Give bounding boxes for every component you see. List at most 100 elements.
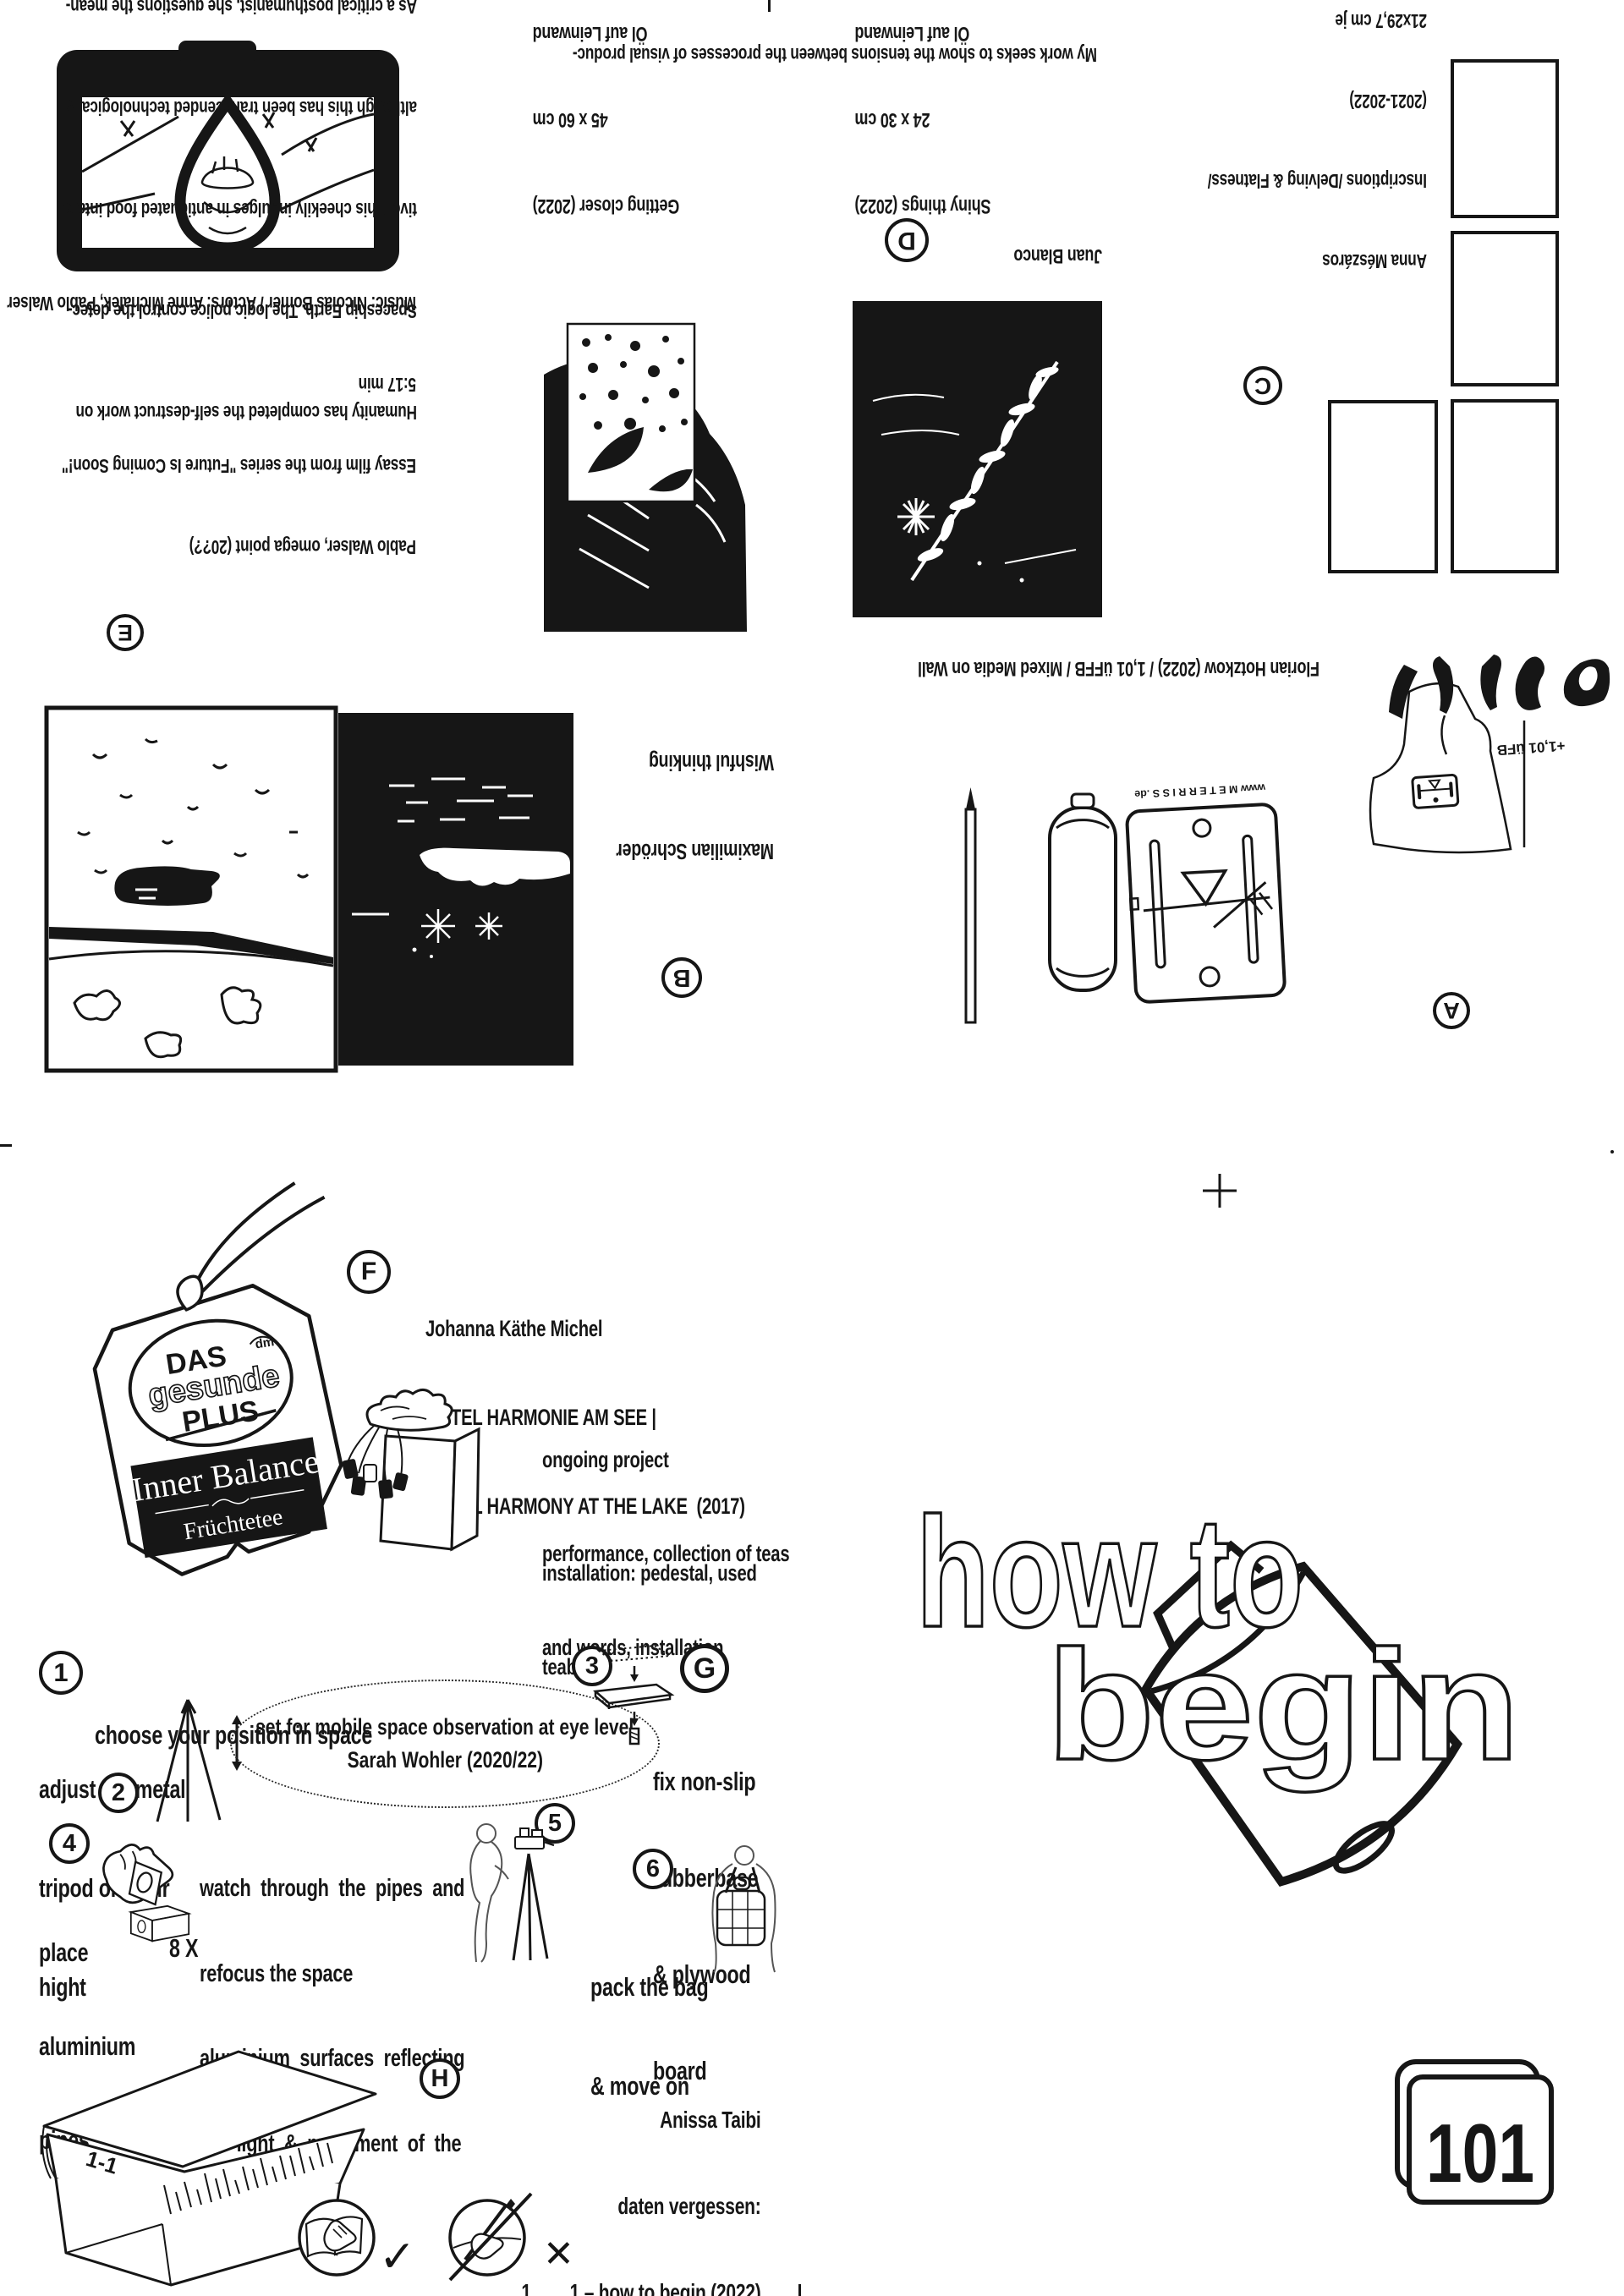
description-line: ongoing project: [542, 1447, 669, 1472]
caption-line: 45 x 60 cm: [533, 108, 608, 131]
description-line: performance, collection of teas: [542, 1541, 790, 1566]
check-mark: ✓: [379, 2233, 416, 2282]
crop-mark-top: [768, 0, 771, 12]
label-letter: H: [431, 2064, 449, 2092]
caption-line: 21x29,7 cm je: [1335, 10, 1427, 33]
step-4-badge: 4: [49, 1823, 90, 1864]
crop-mark-left: [0, 1144, 12, 1147]
crop-mark-right: [1610, 1150, 1614, 1153]
caption-line: 1____1 – how to begin (2022): [521, 2279, 761, 2296]
handwritten-annotation: +1,01 üFB: [1496, 737, 1566, 759]
instruction-line: refocus the space: [200, 1959, 354, 1987]
logo-number: 101: [1426, 2107, 1534, 2200]
caption-line: Getting closer (2022): [533, 195, 680, 217]
caption-line: 24 x 30 cm: [855, 108, 930, 131]
no-writing-icon: [448, 2192, 533, 2282]
description-line: installation: pedestal, used: [542, 1560, 757, 1586]
caption-line: Öl auf Leinwand: [533, 22, 648, 45]
label-letter: G: [693, 1652, 716, 1685]
instruction-line: board: [653, 2056, 707, 2085]
section-label-a: A: [1433, 992, 1470, 1029]
instruction-line: watch through the pipes and: [200, 1875, 465, 1902]
step-number: 4: [62, 1829, 77, 1857]
step-number: 5: [547, 1809, 562, 1837]
modular-frame: [1328, 400, 1438, 573]
step-6-badge: 6: [633, 1849, 673, 1889]
crop-mark-bottom: [798, 2284, 801, 2296]
set-title-line: Sarah Wohler (2020/22): [347, 1747, 543, 1773]
step-6-text: pack the bag & move on: [590, 1904, 709, 2168]
caption-line: Anissa Taibi: [660, 2107, 762, 2133]
top-half-rotated: My work seeks to show the tensions betwe…: [7, 0, 1610, 1073]
plate-brand-text: www M E T E R R I S S .de: [1134, 781, 1266, 800]
film-still-landscape: [44, 705, 338, 1073]
caption-line: HOTEL HARMONIE AM SEE |: [425, 1405, 656, 1430]
shiny-things-artwork: [853, 301, 1102, 617]
reading-allowed-icon: [298, 2199, 376, 2277]
section-label-b: B: [661, 957, 702, 998]
instruction-line: place: [39, 1937, 89, 1967]
caption-line: Pablo Walser, omega point (20??): [189, 536, 416, 558]
meterriss-tools-illustration: www M E T E R R I S S .de: [964, 781, 1287, 1024]
body-line: Humanity has completed the self-destruct…: [75, 402, 417, 424]
section-b-caption: Maximilian Schröder Wishful thinking: [617, 688, 774, 925]
section-label-h: H: [420, 2058, 460, 2099]
observer-at-tripod-illustration: [469, 1823, 555, 1963]
caption-line: Johanna Käthe Michel: [425, 1316, 603, 1341]
caption-line: Inscriptions /Delving & Flatness/: [1207, 170, 1427, 193]
film-still-dark: [338, 713, 573, 1066]
brush-glyphs: [1389, 655, 1610, 719]
body-line: tive. This cheekily indulges in antiquat…: [58, 199, 417, 221]
artist-name-juan-blanco: Juan Blanco: [1014, 196, 1103, 315]
caption-getting-closer: Getting closer (2022) 45 x 60 cm Öl auf …: [533, 0, 679, 277]
board-assembly-illustration: [593, 1644, 675, 1745]
tripod-illustration: [156, 1699, 242, 1822]
caption-line: Florian Hotzkow (2022) / 1,01 üFFB / Mix…: [918, 657, 1320, 680]
section-label-f: F: [347, 1250, 391, 1294]
caption-line: Anna Mészáros: [1322, 250, 1427, 272]
label-letter: E: [118, 620, 134, 646]
set-title-line: set for mobile space observation at eye …: [255, 1714, 634, 1740]
step-number: 2: [111, 1778, 126, 1806]
body-line: As a critical posthumanist, she question…: [65, 0, 417, 18]
getting-closer-artwork: [544, 293, 779, 632]
quantity-label: 8 X: [169, 1933, 199, 1963]
instruction-line: fix non-slip: [653, 1767, 756, 1796]
wall-sketch-and-glyphs: +1,01 üFB: [1369, 655, 1610, 854]
section-e-synopsis: Humanity has completed the self-destruct…: [58, 0, 417, 497]
label-letter: B: [672, 964, 691, 992]
section-f-description: ongoing project performance, collection …: [542, 1382, 790, 1726]
tablet-artwork-illustration: [57, 41, 399, 271]
registration-plus-icon: [1203, 1174, 1237, 1208]
teabag-dm-mark: dm: [254, 1334, 275, 1351]
instruction-line: aluminium: [39, 2031, 136, 2061]
caption-line: Wishful thinking: [649, 750, 774, 775]
modular-frame: [1451, 59, 1559, 218]
title-line-2: begin: [1046, 1619, 1520, 1793]
title-line-1: how to: [916, 1486, 1303, 1660]
pedestal-teabags-illustration: [342, 1389, 480, 1552]
caption-line: Maximilian Schröder: [616, 839, 774, 864]
section-h-caption: Anissa Taibi daten vergessen: 1____1 – h…: [522, 2048, 761, 2296]
step-number: 3: [584, 1652, 600, 1680]
modular-frame: [1451, 399, 1559, 573]
caption-line: Juan Blanco: [1014, 244, 1103, 267]
how-to-begin-title-art: how to begin: [914, 1484, 1522, 1887]
instruction-line: hight: [39, 1972, 86, 2002]
modular-frame: [1451, 231, 1559, 386]
cross-mark: ✕: [543, 2233, 574, 2275]
section-label-c: C: [1243, 366, 1282, 405]
section-label-g: G: [680, 1644, 729, 1693]
hand-with-pipe-illustration: [102, 1844, 192, 1943]
booklet-text-ticks: [163, 2142, 333, 2215]
instruction-line: & move on: [590, 2071, 689, 2101]
teabag-tag-illustration: DAS gesunde PLUS dm Inner Balance Frücht…: [92, 1181, 343, 1576]
usage-icons: ✓ ✕: [298, 2192, 574, 2282]
step-number: 6: [645, 1855, 661, 1882]
section-a-caption: Florian Hotzkow (2022) / 1,01 üFFB / Mix…: [918, 609, 1320, 727]
section-label-e: E: [107, 614, 144, 651]
set-title-ellipse: set for mobile space observation at eye …: [230, 1680, 660, 1808]
label-letter: F: [360, 1258, 377, 1285]
caption-line: Shiny things (2022): [855, 195, 991, 217]
